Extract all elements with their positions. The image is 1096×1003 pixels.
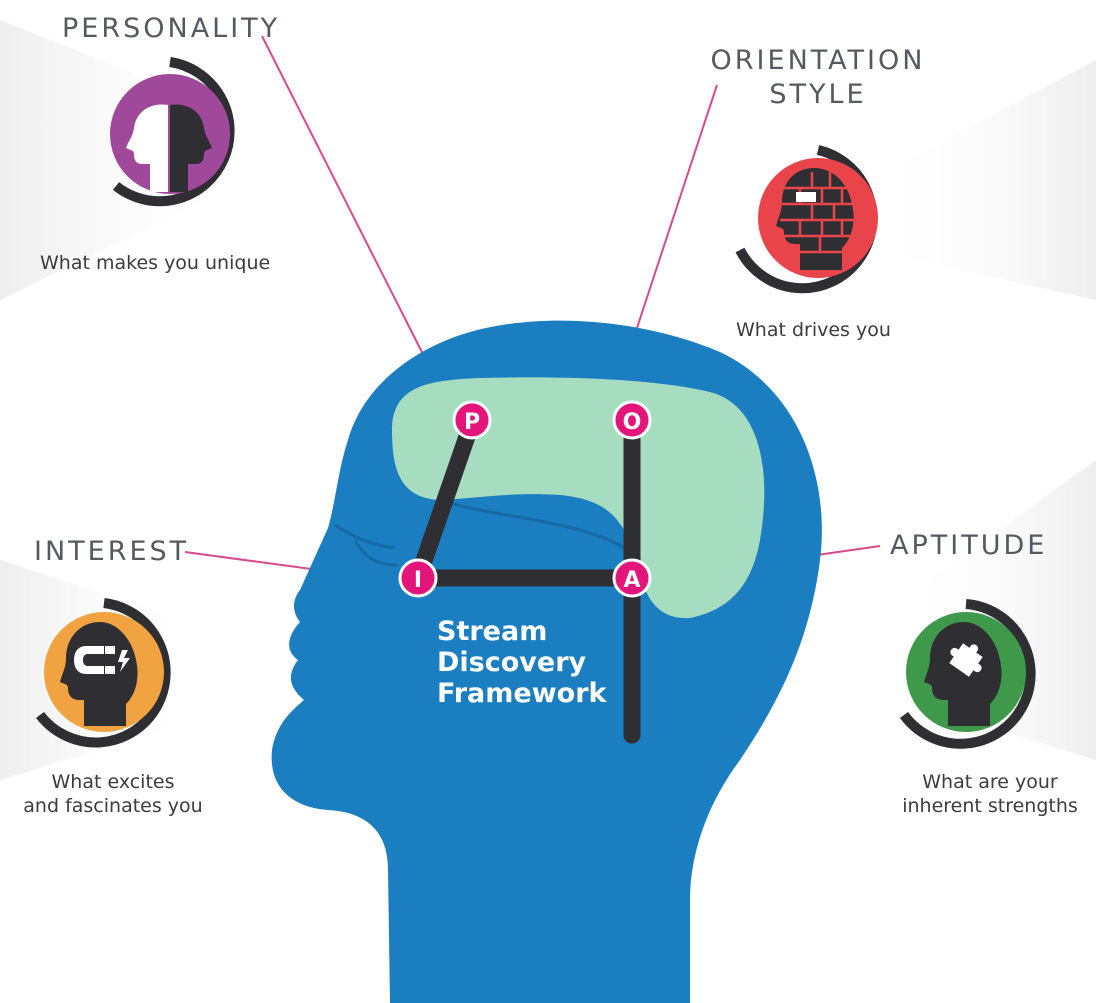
- aptitude-icon: [899, 599, 1036, 749]
- interest-caption: What excites and fascinates you: [8, 770, 218, 818]
- framework-node-a: A: [612, 558, 652, 598]
- personality-icon: [110, 57, 235, 207]
- orientation-title-line-2: STYLE: [769, 79, 867, 110]
- interest-icon: [36, 598, 171, 748]
- orientation-title-line-1: ORIENTATION: [710, 45, 926, 76]
- personality-title: PERSONALITY: [62, 13, 281, 44]
- leader-line-personality: [261, 35, 433, 373]
- personality-caption: What makes you unique: [40, 252, 271, 274]
- leader-line-orientation: [631, 84, 718, 344]
- brick-head-icon: [776, 168, 854, 270]
- svg-text:I: I: [414, 568, 422, 593]
- interest-caption-line-1: What excites: [51, 771, 175, 793]
- framework-node-i: I: [398, 558, 438, 598]
- framework-title: Stream Discovery Framework: [437, 616, 606, 709]
- aptitude-title: APTITUDE: [890, 530, 1048, 561]
- framework-title-line-1: Stream: [437, 616, 548, 647]
- two-faces-icon: [126, 104, 212, 192]
- connector-p-i: [409, 413, 481, 587]
- interest-title: INTEREST: [34, 536, 190, 567]
- aptitude-caption-line-1: What are your: [922, 771, 1058, 793]
- interest-caption-line-2: and fascinates you: [23, 795, 203, 817]
- framework-title-line-2: Discovery: [437, 647, 587, 678]
- puzzle-head-icon: [924, 622, 1002, 726]
- orientation-icon: [735, 145, 878, 294]
- svg-text:A: A: [623, 568, 640, 593]
- framework-node-o: O: [612, 400, 652, 440]
- orientation-title: ORIENTATION STYLE: [706, 44, 930, 112]
- framework-title-line-3: Framework: [437, 678, 607, 709]
- orientation-caption: What drives you: [736, 319, 891, 341]
- head-silhouette: [271, 320, 822, 1003]
- svg-text:P: P: [464, 410, 480, 435]
- aptitude-caption-line-2: inherent strengths: [902, 795, 1078, 817]
- magnet-head-icon: [60, 622, 138, 726]
- brain-region: [392, 377, 765, 619]
- aptitude-caption: What are your inherent strengths: [890, 770, 1090, 818]
- framework-node-p: P: [452, 400, 492, 440]
- svg-text:O: O: [623, 410, 642, 435]
